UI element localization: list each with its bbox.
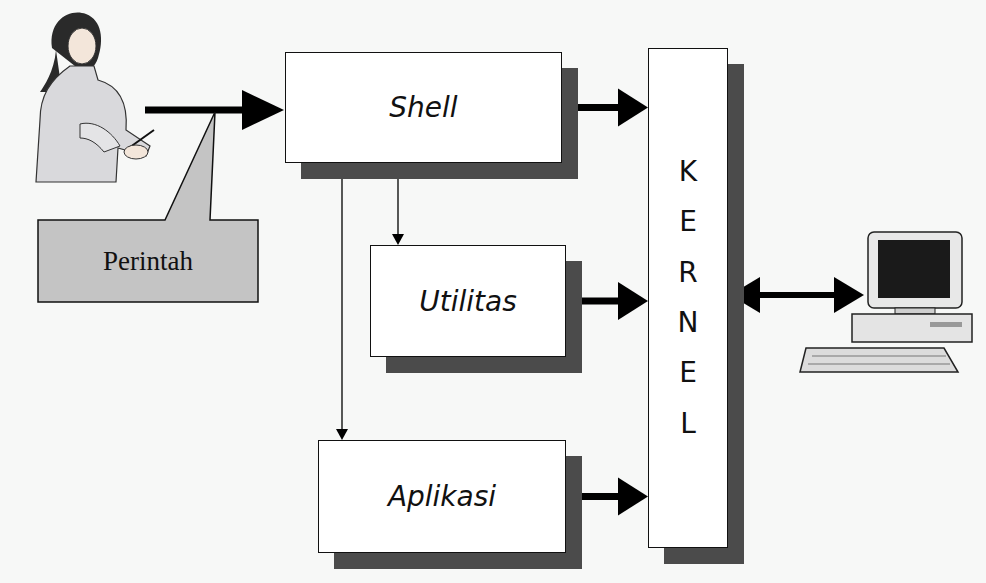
computer-illustration	[800, 232, 972, 372]
hand	[124, 145, 148, 159]
person-illustration	[36, 12, 154, 182]
connector-line	[397, 163, 398, 236]
node-label: Utilitas	[419, 285, 517, 318]
arrow-shaft	[756, 292, 836, 298]
keyboard	[800, 348, 958, 372]
shell-box: Shell	[285, 52, 562, 163]
connector-line	[341, 163, 342, 431]
arrow-head	[618, 89, 648, 127]
monitor-stand	[895, 308, 935, 314]
thick-arrow	[562, 89, 648, 127]
utility-box: Utilitas	[370, 245, 566, 357]
monitor-screen	[878, 240, 950, 298]
node-label: Aplikasi	[388, 480, 496, 513]
connector-line	[562, 104, 620, 111]
connector-line	[566, 298, 620, 305]
hair	[52, 12, 102, 71]
node-label: Perintah	[103, 246, 193, 277]
application-box: Aplikasi	[318, 440, 566, 553]
thick-arrow	[566, 282, 648, 320]
thin-arrow	[392, 163, 404, 245]
thin-arrow	[336, 163, 348, 440]
cpu-case	[852, 314, 972, 342]
thick-arrow	[566, 478, 648, 516]
callout-box: Perintah	[38, 220, 258, 302]
arrow-head	[834, 277, 864, 313]
callout-outline	[38, 112, 258, 302]
arrow-shaft	[145, 107, 246, 114]
arrow-head	[392, 234, 404, 245]
drive-slot	[930, 322, 962, 327]
hardware-arrow	[730, 277, 864, 313]
kernel-box: KERNEL	[648, 48, 728, 548]
monitor-case	[868, 232, 962, 308]
face	[68, 28, 96, 64]
arm	[80, 123, 120, 152]
node-label: Shell	[389, 91, 457, 124]
keyboard-keys	[808, 356, 950, 364]
arrow-head	[730, 277, 760, 313]
node-label: KERNEL	[674, 147, 702, 449]
blouse	[36, 66, 150, 182]
arrow-head	[242, 90, 284, 130]
connector-line	[566, 493, 620, 500]
arrow-head	[336, 429, 348, 440]
arrow-head	[618, 478, 648, 516]
arrow-head	[618, 282, 648, 320]
